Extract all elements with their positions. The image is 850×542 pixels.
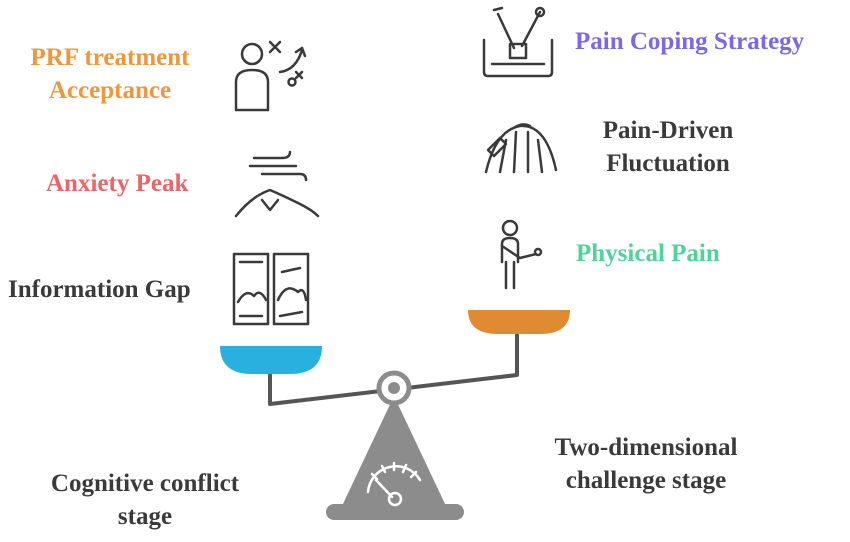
two-dim-line-2: challenge stage	[565, 466, 727, 494]
pivot-center	[388, 382, 400, 394]
scale-base	[342, 396, 446, 506]
person-choice-icon	[234, 40, 307, 112]
anxiety-peak-label: Anxiety Peak	[46, 170, 189, 197]
information-gap-label: Information Gap	[8, 276, 191, 303]
right-pan	[468, 310, 570, 334]
cognitive-line-1: Cognitive conflict	[50, 470, 240, 497]
tools-box-icon	[482, 6, 554, 78]
prf-line-1: PRF treatment	[30, 44, 190, 71]
fluct-line-1: Pain-Driven	[602, 117, 734, 144]
wind-mountain-icon	[234, 150, 320, 218]
roller-coaster-icon	[484, 123, 558, 174]
cognitive-conflict-stage-label: Cognitive conflict stage	[30, 468, 260, 533]
fluct-line-2: Fluctuation	[606, 149, 730, 177]
comic-panels-icon	[232, 252, 310, 326]
physical-pain-label: Physical Pain	[576, 240, 720, 267]
two-dimensional-challenge-stage-label: Two-dimensional challenge stage	[526, 432, 766, 497]
gauge-icon	[366, 461, 422, 507]
cognitive-line-2: stage	[117, 502, 173, 530]
pain-driven-fluctuation-label: Pain-Driven Fluctuation	[578, 115, 758, 180]
injured-person-icon	[500, 219, 543, 290]
two-dim-line-1: Two-dimensional	[554, 434, 738, 461]
left-pan	[220, 346, 322, 374]
prf-line-2: Acceptance	[48, 76, 172, 104]
pain-coping-strategy-label: Pain Coping Strategy	[575, 28, 805, 55]
scale-foot	[326, 504, 464, 520]
prf-treatment-label: PRF treatment Acceptance	[12, 42, 208, 107]
